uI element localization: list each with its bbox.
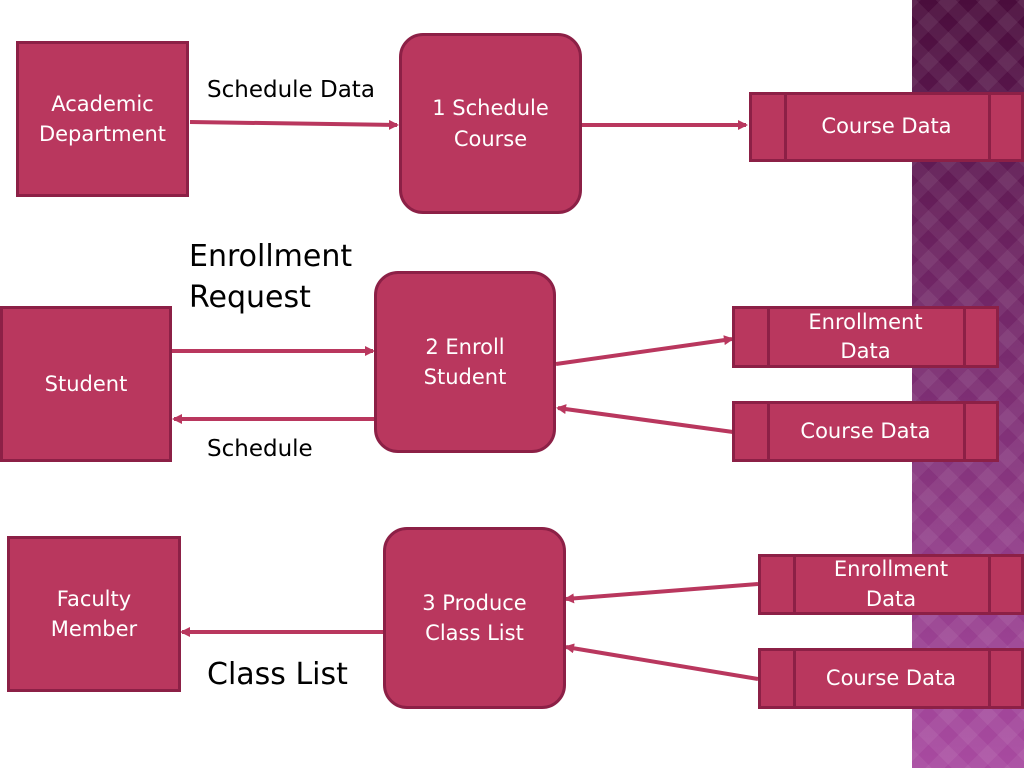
process-3-produce-class-list: 3 Produce Class List [383,527,566,709]
data-store-course-data-1: Course Data [749,92,1024,162]
arrow-enrollment-data-to-produce [564,582,759,604]
data-store-course-data-3: Course Data [758,648,1024,709]
data-store-label: Enrollment Data [833,557,949,611]
flow-label-enrollment-request: Enrollment Request [189,239,353,315]
arrow-enroll-to-enrollment-data [555,335,734,366]
entity-student: Student [0,306,172,462]
data-store-enrollment-data-3: Enrollment Data [758,554,1024,615]
flow-label-schedule-data: Schedule Data [207,77,375,103]
data-store-enrollment-data-2: Enrollment Data [732,306,999,368]
flow-label-class-list: Class List [207,657,348,692]
data-store-label: Course Data [800,418,931,443]
process-2-enroll-student: 2 Enroll Student [374,271,556,453]
data-store-label: Enrollment Data [808,309,923,363]
data-store-label: Course Data [821,114,952,139]
flow-label-schedule: Schedule [207,436,313,462]
data-store-label: Course Data [825,665,957,690]
arrow-course-data-to-produce [564,643,759,681]
process-1-schedule-course: 1 Schedule Course [399,33,582,214]
arrow-dept-to-schedule [189,119,399,130]
arrow-course-data-to-enroll [556,404,734,434]
entity-academic-department: Academic Department [16,41,189,197]
data-store-course-data-2: Course Data [732,401,999,462]
entity-faculty-member: Faculty Member [7,536,181,692]
